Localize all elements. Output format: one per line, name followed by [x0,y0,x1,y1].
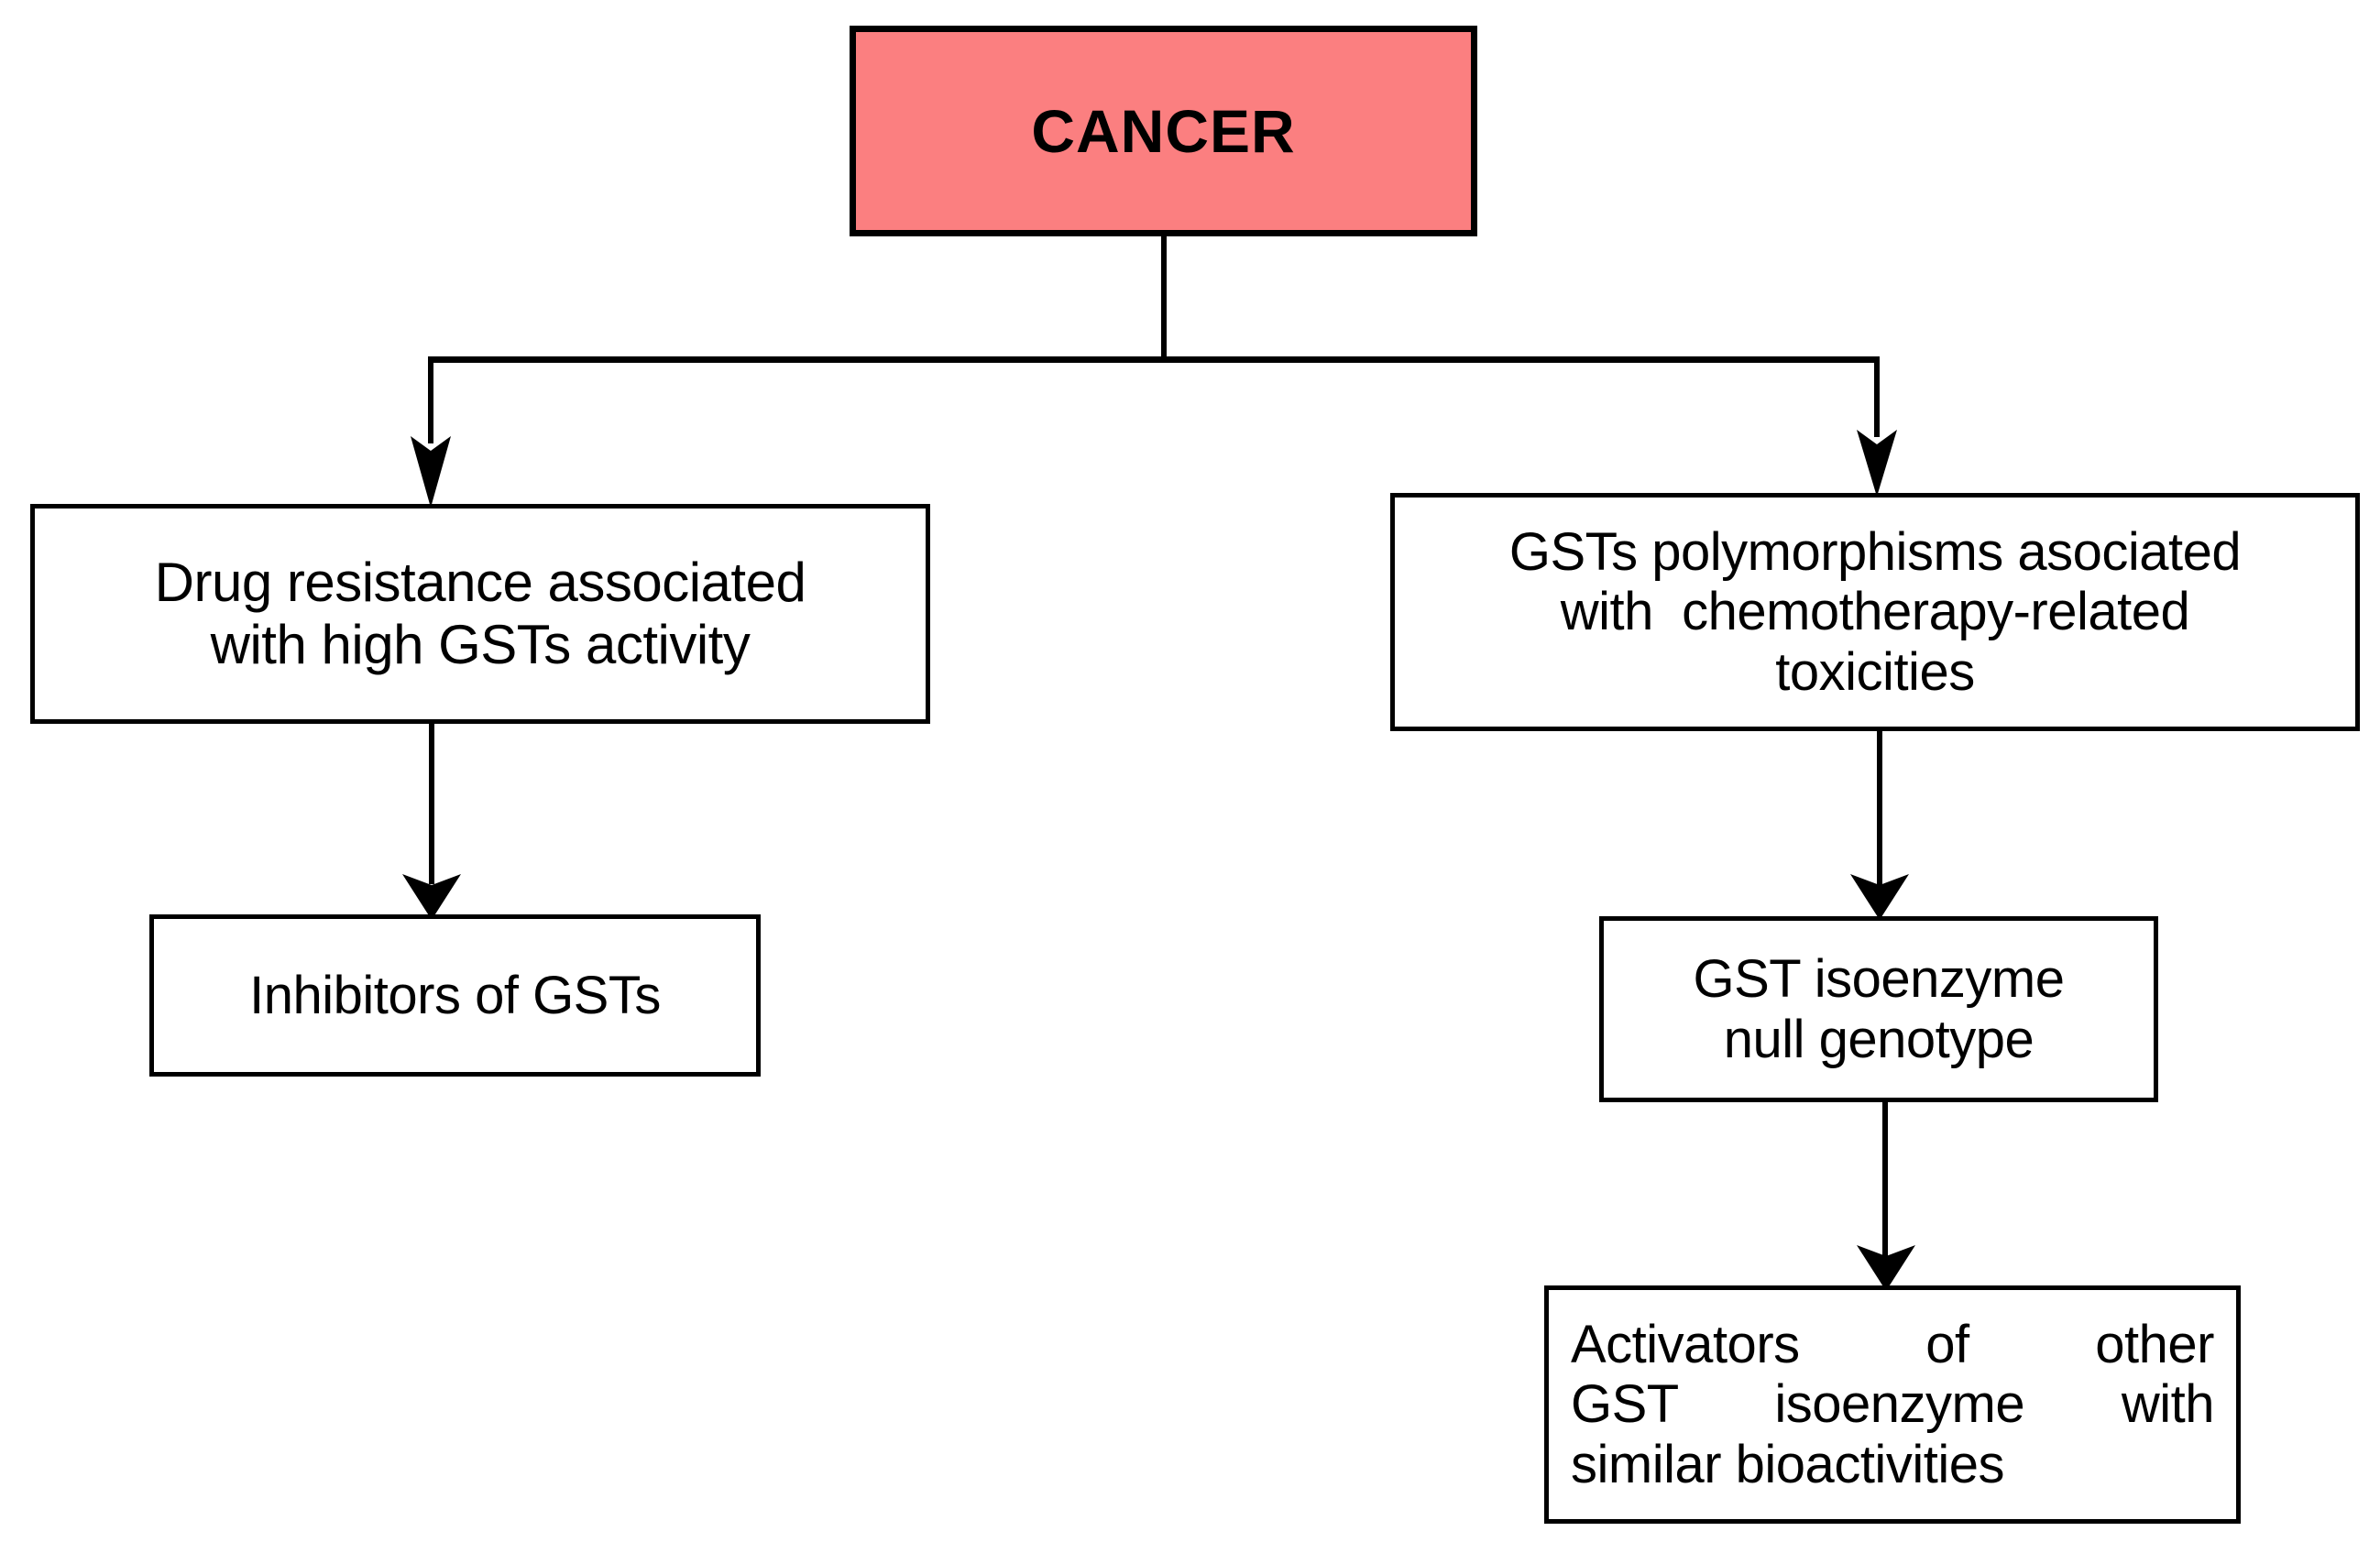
node-drug-resistance-line1: Drug resistance associated [154,552,806,614]
edge-cancer-to-polymorphisms-arrowhead [1857,430,1897,497]
edge-null-genotype-to-activators-arrowhead [1857,1245,1915,1291]
node-polymorphisms-line3: toxicities [1775,641,1975,702]
node-null-genotype-line2: null genotype [1723,1009,2035,1069]
node-drug-resistance-line2: with high GSTs activity [210,614,751,675]
node-null-genotype-line1: GST isoenzyme [1693,948,2065,1009]
node-polymorphisms-line1: GSTs polymorphisms asociated [1508,521,2242,582]
edge-polymorphisms-to-null-genotype-line [1877,731,1882,885]
edge-null-genotype-to-activators-line [1882,1102,1888,1260]
edge-cancer-to-drug-resistance-arrowhead [411,436,451,508]
edge-cancer-to-polymorphisms-line [1874,356,1880,437]
edge-cancer-stem [1161,236,1167,363]
edge-drug-resistance-to-inhibitors-line [429,724,434,884]
edge-drug-resistance-to-inhibitors-arrowhead [402,874,461,920]
edge-cancer-to-drug-resistance-line [428,356,433,443]
edge-polymorphisms-to-null-genotype-arrowhead [1850,874,1909,920]
node-activators-line2: GST isoenzyme with [1571,1374,2215,1435]
node-activators-line3: similar bioactivities [1571,1434,2004,1494]
node-cancer[interactable]: CANCER [850,26,1477,236]
node-activators-line1: Activators of other [1571,1314,2215,1374]
node-inhibitors[interactable]: Inhibitors of GSTs [149,914,761,1077]
edge-split-bar [428,356,1880,363]
node-inhibitors-label: Inhibitors of GSTs [249,965,661,1025]
node-cancer-label: CANCER [1031,96,1296,165]
node-polymorphisms-line2: with chemotherapy-related [1560,582,2190,642]
